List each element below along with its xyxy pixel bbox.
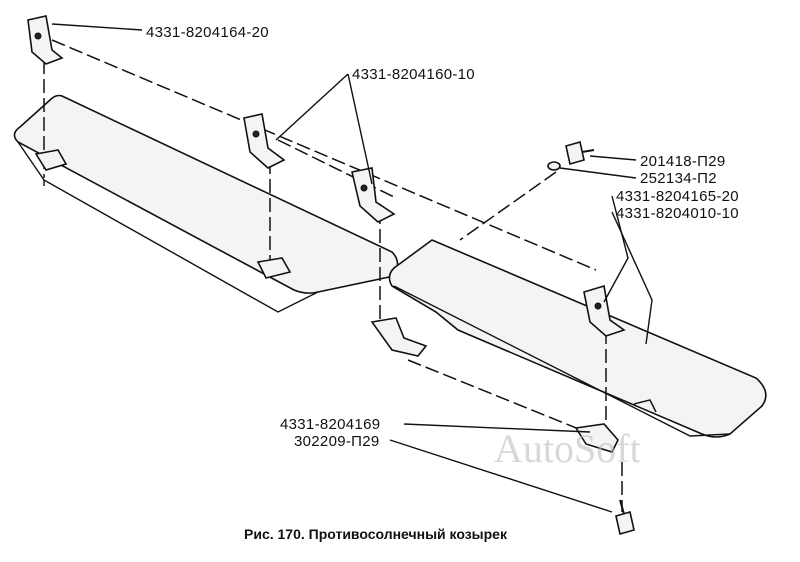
label-part-165: 4331-8204165-20 (616, 188, 739, 205)
clip-holder-right (574, 423, 619, 453)
label-part-160: 4331-8204160-10 (352, 66, 475, 83)
label-part-screw: 302209-П29 (294, 433, 380, 450)
screw-icon (615, 499, 635, 536)
watermark: AutoSoft (494, 426, 641, 471)
bracket-left-top (27, 15, 64, 65)
label-part-washer: 252134-П2 (640, 170, 717, 187)
bracket-right-top (583, 284, 626, 337)
label-part-164: 4331-8204164-20 (146, 24, 269, 41)
label-part-p29-bolt: 201418-П29 (640, 153, 726, 170)
left-sun-visor (13, 94, 399, 313)
label-part-169: 4331-8204169 (280, 416, 380, 433)
leader-lines (51, 23, 653, 513)
clip-center (256, 257, 292, 279)
clip-holder-left (370, 317, 428, 357)
washer-icon (547, 161, 561, 171)
bracket-center-2 (351, 167, 396, 223)
label-part-010: 4331-8204010-10 (616, 205, 739, 222)
right-sun-visor (388, 239, 767, 438)
figure-caption: Рис. 170. Противосолнечный козырек (244, 526, 508, 542)
assembly-lines (43, 39, 623, 512)
bolt-icon (565, 140, 595, 166)
bracket-center-1 (243, 113, 286, 169)
clip-left (34, 149, 68, 171)
